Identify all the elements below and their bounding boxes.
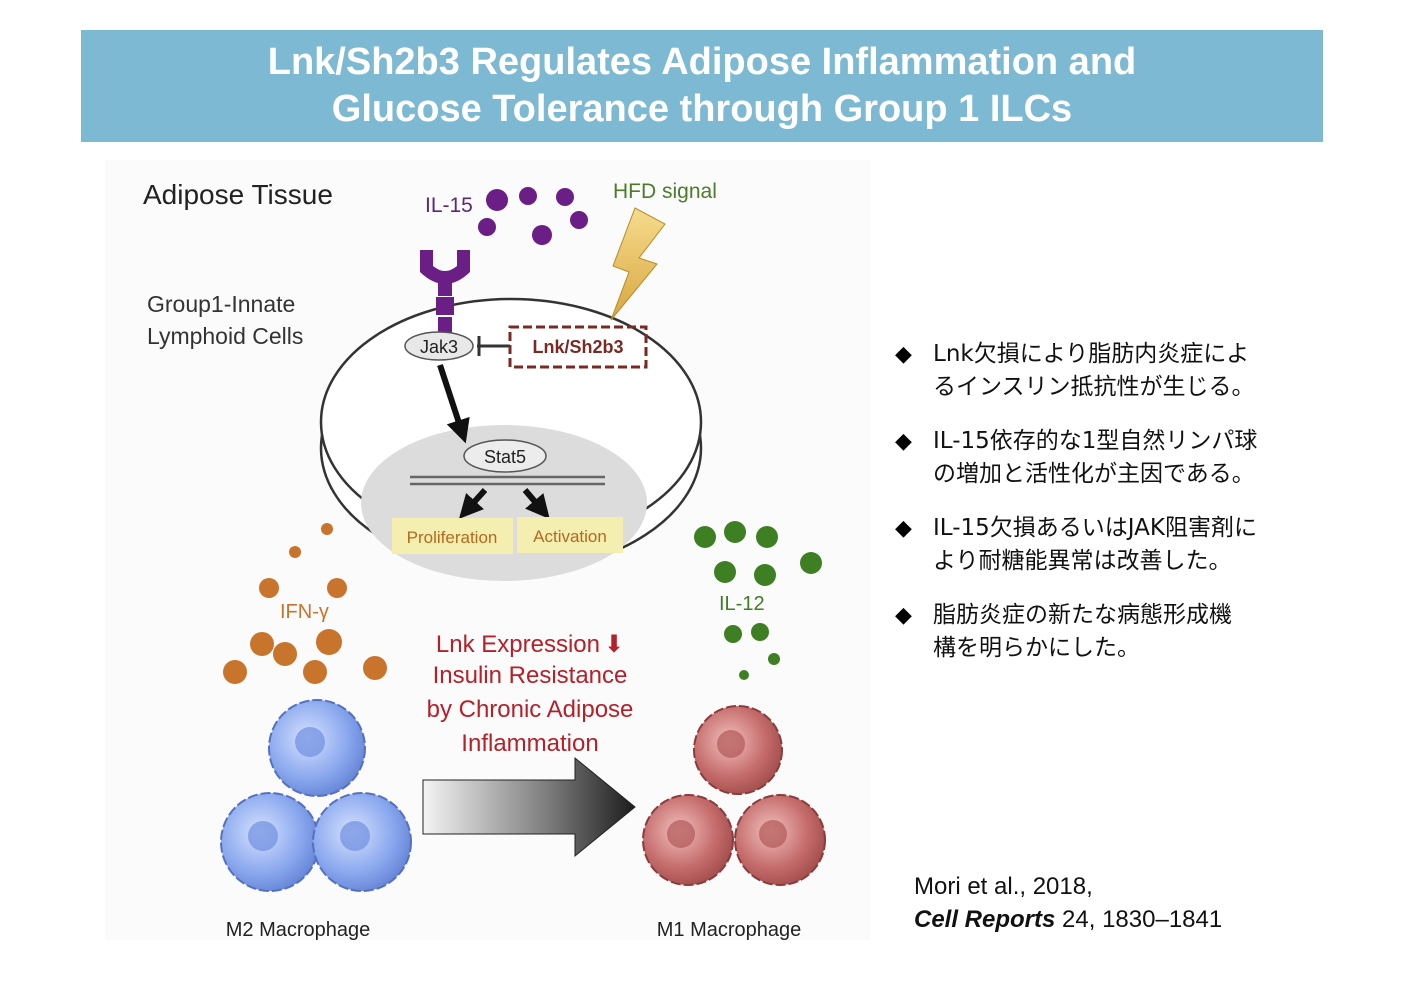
proliferation-label: Proliferation [407,528,498,547]
diamond-bullet-icon: ◆ [895,516,912,541]
m1-macrophage-cluster [642,705,826,886]
group1-label-line1: Group1-Innate [147,291,295,317]
bullet-text-4b: 構を明らかにした。 [933,635,1140,661]
citation-authors: Mori et al., 2018, [914,873,1093,900]
m1-macrophage-label: M1 Macrophage [657,919,802,940]
m2-to-m1-arrow [422,756,636,858]
bullet-text-3b: より耐糖能異常は改善した。 [933,548,1232,574]
bullet-item-1: ◆ Lnk欠損により脂肪内炎症によ るインスリン抵抗性が生じる。 [895,338,1315,404]
title-line-1: Lnk/Sh2b3 Regulates Adipose Inflammation… [267,41,1137,83]
diamond-bullet-icon: ◆ [895,429,912,454]
proliferation-box [392,518,513,554]
il12-label: IL-12 [719,593,765,615]
title-banner: Lnk/Sh2b3 Regulates Adipose Inflammation… [81,30,1323,142]
bullet-text-1b: るインスリン抵抗性が生じる。 [933,374,1255,400]
m2-macrophage-cluster [220,699,412,892]
hfd-signal-label: HFD signal [613,180,717,203]
m2-macrophage-label: M2 Macrophage [226,919,371,940]
citation-journal: Cell Reports [914,906,1056,933]
bullet-text-2a: IL-15依存的な1型自然リンパ球 [933,428,1258,454]
adipose-tissue-label: Adipose Tissue [143,179,333,210]
il15-label: IL-15 [425,194,473,217]
lnk-sh2b3-box [508,325,648,369]
jak3-node [404,331,474,361]
bullet-item-2: ◆ IL-15依存的な1型自然リンパ球 の増加と活性化が主因である。 [895,425,1315,491]
il15-receptor-icon [420,250,470,333]
adipose-inflammation-diagram: Adipose Tissue IL-15 HFD signal Group1-I… [105,160,870,940]
center-text-line3: by Chronic Adipose [427,696,634,723]
citation: Mori et al., 2018, Cell Reports 24, 1830… [914,870,1222,936]
bullet-text-1a: Lnk欠損により脂肪内炎症によ [933,341,1250,367]
lightning-bolt-icon [610,207,666,321]
bullet-text-2b: の増加と活性化が主因である。 [933,461,1255,487]
bullet-text-4a: 脂肪炎症の新たな病態形成機 [933,602,1232,628]
center-text-line1: Lnk Expression⬇ [436,631,624,658]
bullet-item-3: ◆ IL-15欠損あるいはJAK阻害剤に より耐糖能異常は改善した。 [895,512,1315,578]
citation-volume-pages: 24, 1830–1841 [1055,906,1223,933]
summary-bullet-list: ◆ Lnk欠損により脂肪内炎症によ るインスリン抵抗性が生じる。 ◆ IL-15… [895,338,1315,686]
stat5-node [463,439,547,473]
jak3-to-stat5-arrow [437,364,470,444]
ifn-gamma-molecules [223,523,387,684]
lnk-sh2b3-label: Lnk/Sh2b3 [532,337,623,357]
il15-molecules [478,187,588,245]
group1-label-line2: Lymphoid Cells [147,323,303,349]
title-line-2: Glucose Tolerance through Group 1 ILCs [331,88,1073,130]
activation-label: Activation [533,527,607,546]
bullet-text-3a: IL-15欠損あるいはJAK阻害剤に [933,515,1257,541]
il12-molecules [694,521,822,680]
stat5-proliferation-arrow [458,487,488,519]
jak3-label: Jak3 [420,337,458,357]
stat5-label: Stat5 [484,447,526,467]
citation-journal-line: Cell Reports 24, 1830–1841 [914,903,1222,936]
activation-box [517,517,623,553]
center-text-line4: Inflammation [461,730,598,757]
bullet-item-4: ◆ 脂肪炎症の新たな病態形成機 構を明らかにした。 [895,599,1315,665]
center-text-line2: Insulin Resistance [433,662,628,689]
diamond-bullet-icon: ◆ [895,603,912,628]
ifn-gamma-label: IFN-γ [280,601,329,623]
stat5-activation-arrow [522,488,550,520]
diamond-bullet-icon: ◆ [895,342,912,367]
